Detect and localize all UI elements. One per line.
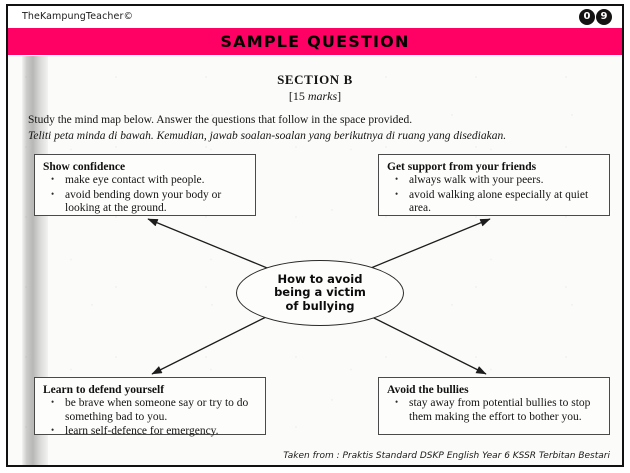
mindmap-center-node: How to avoid being a victim of bullying — [236, 260, 404, 326]
brand-label: TheKampungTeacher© — [22, 11, 134, 22]
list-item: learn self-defence for emergency. — [43, 424, 257, 439]
scanned-page: SECTION B [15 marks] Study the mind map … — [8, 56, 622, 465]
badge-zero-icon: 0 — [579, 9, 595, 25]
node-title: Learn to defend yourself — [43, 384, 165, 396]
header-bar: TheKampungTeacher© 0 9 — [8, 6, 622, 28]
list-item: make eye contact with people. — [43, 173, 247, 188]
section-title: SECTION B — [277, 72, 353, 87]
connector-bottom-right — [365, 313, 487, 375]
mindmap-node-get-support: Get support from your friends always wal… — [378, 154, 610, 216]
connector-bottom-left — [151, 313, 273, 375]
list-item: be brave when someone say or try to do s… — [43, 396, 257, 424]
marks-prefix: [15 — [288, 89, 308, 103]
node-item-list: be brave when someone say or try to do s… — [43, 396, 257, 439]
list-item: avoid bending down your body or looking … — [43, 188, 247, 216]
mind-map: Show confidence make eye contact with pe… — [8, 56, 622, 465]
instruction-malay: Teliti peta minda di bawah. Kemudian, ja… — [28, 130, 507, 142]
node-item-list: stay away from potential bullies to stop… — [387, 396, 601, 424]
mindmap-node-avoid-bullies: Avoid the bullies stay away from potenti… — [378, 377, 610, 435]
marks-label: [15 marks] — [8, 89, 622, 104]
source-attribution: Taken from : Praktis Standard DSKP Engli… — [283, 451, 610, 461]
node-title: Avoid the bullies — [387, 384, 469, 396]
list-item: avoid walking alone especially at quiet … — [387, 188, 601, 216]
sample-question-banner: SAMPLE QUESTION — [8, 28, 622, 55]
node-title: Show confidence — [43, 161, 126, 173]
list-item: stay away from potential bullies to stop… — [387, 396, 601, 424]
marks-word: marks — [307, 89, 338, 103]
node-item-list: make eye contact with people. avoid bend… — [43, 173, 247, 216]
mindmap-node-learn-to-defend: Learn to defend yourself be brave when s… — [34, 377, 266, 437]
banner-title: SAMPLE QUESTION — [220, 32, 410, 51]
badge-group: 0 9 — [579, 9, 612, 25]
badge-nine-icon: 9 — [596, 9, 612, 25]
node-item-list: always walk with your peers. avoid walki… — [387, 173, 601, 216]
connector-top-left — [147, 218, 273, 271]
instruction-english: Study the mind map below. Answer the que… — [28, 114, 413, 126]
node-title: Get support from your friends — [387, 161, 537, 173]
marks-suffix: ] — [337, 89, 342, 103]
connector-top-right — [365, 218, 491, 271]
mindmap-node-show-confidence: Show confidence make eye contact with pe… — [34, 154, 256, 216]
center-node-label: How to avoid being a victim of bullying — [274, 271, 366, 313]
list-item: always walk with your peers. — [387, 173, 601, 188]
